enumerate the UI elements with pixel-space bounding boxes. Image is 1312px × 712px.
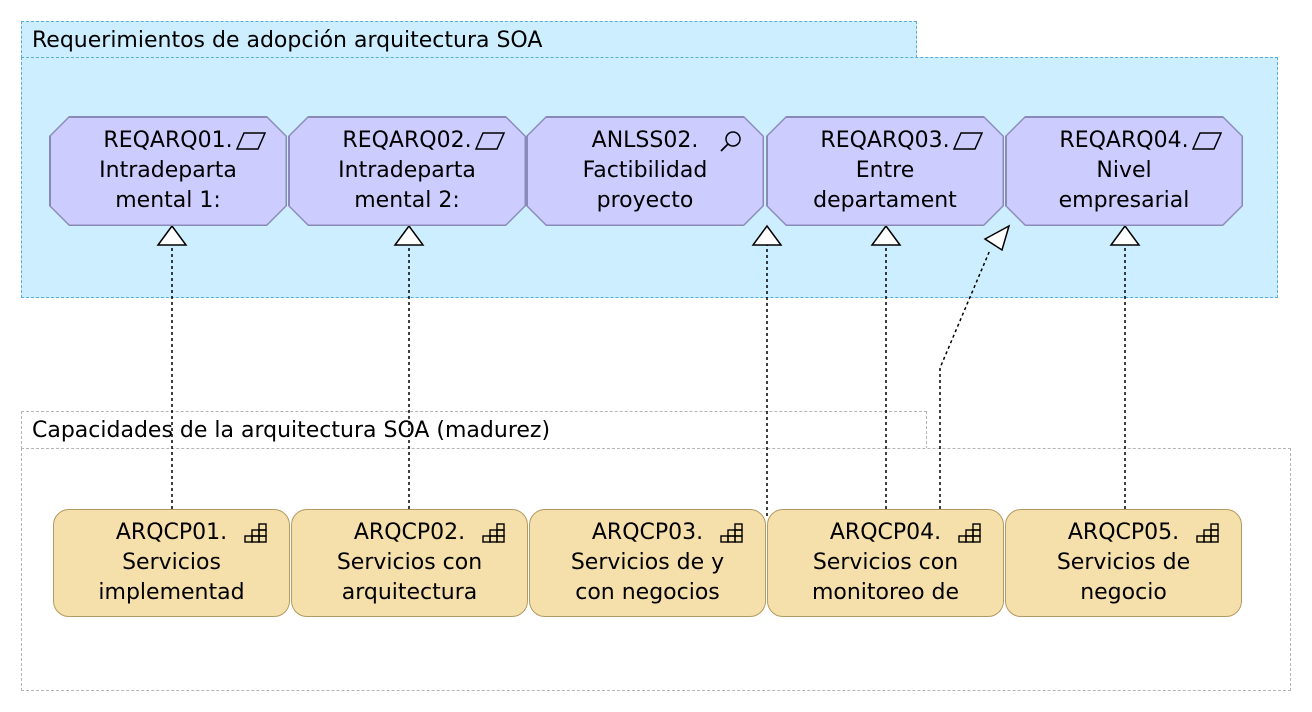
- capability-icon: [244, 523, 267, 543]
- capability-icon: [1196, 523, 1219, 543]
- node-label-line: Servicios con: [812, 550, 959, 575]
- arrowhead-reqarq03: [870, 224, 902, 246]
- parallelogram-icon: [236, 132, 266, 150]
- requirement-node-reqarq03[interactable]: REQARQ03. Entre departament: [766, 116, 1004, 226]
- node-label-line: Servicios: [122, 550, 221, 575]
- node-label-line: arquitectura: [341, 580, 478, 605]
- node-label-line: Nivel: [1096, 158, 1152, 183]
- arrowhead-reqarq04-diag: [983, 224, 1011, 252]
- node-label-line: Entre: [855, 158, 915, 183]
- node-id: ARQCP04.: [829, 520, 942, 545]
- node-label-line: mental 1:: [115, 188, 221, 213]
- node-id: ARQCP03.: [591, 520, 704, 545]
- capability-node-arqcp03[interactable]: ARQCP03. Servicios de y con negocios: [529, 509, 766, 617]
- node-id: ANLSS02.: [591, 128, 699, 153]
- node-label-line: empresarial: [1058, 188, 1190, 213]
- node-id: REQARQ01.: [103, 128, 233, 153]
- node-id: ARQCP01.: [115, 520, 228, 545]
- magnifier-icon: [719, 130, 743, 154]
- node-label-line: negocio: [1080, 580, 1167, 605]
- capability-icon: [958, 523, 981, 543]
- arrowhead-reqarq04: [1109, 224, 1141, 246]
- capabilities-group-label: Capacidades de la arquitectura SOA (madu…: [32, 418, 551, 443]
- arrowhead-anlss02: [751, 224, 783, 246]
- node-id: ARQCP02.: [353, 520, 466, 545]
- requirement-node-anlss02[interactable]: ANLSS02. Factibilidad proyecto: [526, 116, 764, 226]
- node-label-line: Intradeparta: [338, 158, 476, 183]
- capability-icon: [720, 523, 743, 543]
- node-id: ARQCP05.: [1067, 520, 1180, 545]
- node-label-line: Servicios de: [1056, 550, 1191, 575]
- arrowhead-reqarq01: [156, 224, 188, 246]
- node-label-line: mental 2:: [354, 188, 460, 213]
- capability-node-arqcp02[interactable]: ARQCP02. Servicios con arquitectura: [291, 509, 528, 617]
- node-label-line: proyecto: [596, 188, 694, 213]
- requirements-group-title: Requerimientos de adopción arquitectura …: [21, 21, 917, 58]
- requirements-group-label: Requerimientos de adopción arquitectura …: [32, 28, 543, 53]
- requirement-node-reqarq04[interactable]: REQARQ04. Nivel empresarial: [1005, 116, 1243, 226]
- node-label-line: Servicios con: [336, 550, 483, 575]
- capability-node-arqcp04[interactable]: ARQCP04. Servicios con monitoreo de: [767, 509, 1004, 617]
- requirement-node-reqarq02[interactable]: REQARQ02. Intradeparta mental 2:: [288, 116, 526, 226]
- node-id: REQARQ03.: [820, 128, 950, 153]
- parallelogram-icon: [475, 132, 505, 150]
- arrowhead-reqarq02: [393, 224, 425, 246]
- connector-arqcp04-reqarq04: [939, 249, 991, 509]
- capability-node-arqcp01[interactable]: ARQCP01. Servicios implementad: [53, 509, 290, 617]
- requirement-node-reqarq01[interactable]: REQARQ01. Intradeparta mental 1:: [49, 116, 287, 226]
- node-label-line: Servicios de y: [570, 550, 725, 575]
- capability-icon: [482, 523, 505, 543]
- node-label-line: Factibilidad: [582, 158, 708, 183]
- node-label-line: Intradeparta: [99, 158, 237, 183]
- capability-node-arqcp05[interactable]: ARQCP05. Servicios de negocio: [1005, 509, 1242, 617]
- parallelogram-icon: [1192, 132, 1222, 150]
- node-label-line: con negocios: [575, 580, 720, 605]
- node-label-line: departament: [813, 188, 957, 213]
- node-label-line: implementad: [98, 580, 245, 605]
- node-id: REQARQ02.: [342, 128, 472, 153]
- node-label-line: monitoreo de: [811, 580, 960, 605]
- parallelogram-icon: [953, 132, 983, 150]
- node-id: REQARQ04.: [1059, 128, 1189, 153]
